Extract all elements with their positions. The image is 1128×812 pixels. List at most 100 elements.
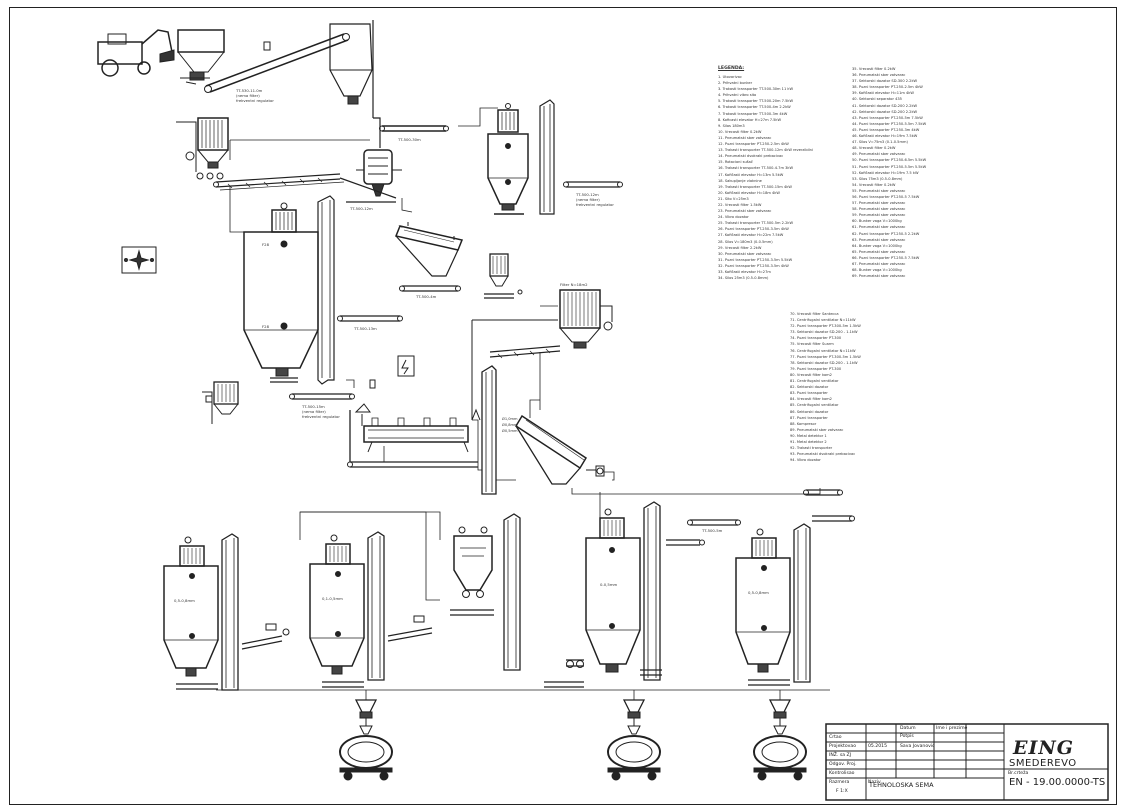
bag-filter-n18 <box>559 289 613 349</box>
legend-item: 32. Puzni transporter PT-250-3.5m 4kW <box>718 263 789 268</box>
legend-item: 85. Centrifugalni ventilator <box>790 403 839 408</box>
legend-item: 58. Pneumatski sber zatvarac <box>852 207 906 212</box>
label-conveyor-mid: TT-500-12m <box>349 206 373 211</box>
legend-item: 54. Vrecasti filter 0.2kW <box>852 182 896 187</box>
label-conveyor-bottom-note: (nema filter) <box>302 409 326 414</box>
bucket-elevator-b1 <box>221 533 239 691</box>
legend-item: 18. Sakupljanje vlaknine <box>718 178 762 183</box>
legend-item: 77. Puzni transporter PT-300-5m 1.5kW <box>790 354 861 359</box>
legend-item: 5. Trakasti transporter TT-500-20m 7.5kW <box>718 99 794 104</box>
legend-item: 30. Pneumatski sber zatvarac <box>718 251 772 256</box>
inclined-sieve-right <box>514 414 588 485</box>
legend-item: 12. Puzni transporter PT-250-2.5m 4kW <box>718 142 789 147</box>
bucket-elevator-b5 <box>793 523 811 683</box>
legend-item: 79. Puzni transporter PT-300 <box>790 366 842 371</box>
label-conveyor-tt530-reg: frekventni regulator <box>236 98 274 103</box>
conveyor-left <box>337 315 403 322</box>
label-conveyor-tt530: TT-530-11.0m <box>235 88 263 93</box>
silo-bottom-2 <box>309 534 365 688</box>
legend-item: 27. Kofičasti elevator H=22m 7.5kW <box>718 233 784 238</box>
bag-filter-lower-left <box>202 381 239 424</box>
legend-item: 65. Pneumatski sber zatvarac <box>852 249 906 254</box>
legend-item: 93. Pneumatski dvokraki prebacivac <box>790 452 856 457</box>
label-conveyor-right-note: (nema filter) <box>576 197 600 202</box>
legend-item: 19. Trakasti transporter TT-500-15m 4kW <box>718 184 792 189</box>
legend-item: 75. Vrecasti filter Suarm <box>790 342 834 347</box>
conveyor-top <box>379 125 449 132</box>
legend-item: 8. Koficasti elevator H=27m 7.5kW <box>718 117 782 122</box>
legend-item: 23. Pneumatski sber zatvarac <box>718 209 772 214</box>
company-city: SMEDEREVO <box>1009 758 1077 769</box>
legend-item: 66. Puzni transporter PT-250-5 7.5kW <box>852 255 920 260</box>
conveyor-horizontal-16 <box>489 345 561 359</box>
legend-item: 35. Vrecasti filter 0.2kW <box>852 67 896 71</box>
bag-filter-center <box>484 253 523 299</box>
tb-row-projektovao: Projektovao <box>829 744 857 749</box>
legend-item: 80. Vrecasti filter kom2 <box>790 372 832 377</box>
tb-row-inz: INŽ. sa ZJ <box>829 753 852 758</box>
legend-item: 89. Pneumatski sber zatvarac <box>790 427 844 432</box>
legend-item: 61. Pneumatski sber zatvarac <box>852 225 906 230</box>
legend-item: 45. Puzni transporter PT-250-3m 4kW <box>852 127 920 132</box>
long-conveyor-sieve <box>363 417 469 453</box>
legend-item: 10. Vrecasti filter 0.2kW <box>718 129 762 134</box>
legend-item: 52. Kofičasti elevator H=19m 7.5 kW <box>852 170 919 175</box>
legend-item: 13. Trakasti transporter TT-500-12m 4kW … <box>718 148 813 153</box>
silo-main-top-label: F28 <box>262 242 270 247</box>
silo-bottom-4-label: 0,5-0,8mm <box>748 590 769 595</box>
legend-item: 50. Puzni transporter PT-250-6.5m 5.5kW <box>852 158 927 163</box>
legend-item: 76. Centrifugalni ventilator N=11kW <box>790 348 856 353</box>
label-conveyor-tt530-note: (nema filter) <box>236 93 260 98</box>
vibro-sieve-top <box>329 23 373 105</box>
bucket-elevator-center <box>481 365 497 495</box>
svg-text:15: 15 <box>398 224 403 229</box>
tb-row-odgov: Odgov. Proj. <box>829 762 857 767</box>
truck-loader-1 <box>339 699 393 781</box>
label-conveyor-small: TT-500-4m <box>415 294 437 299</box>
legend-item: 33. Kofičasti elevator H=27m <box>718 270 771 274</box>
legend-item: 56. Puzni transporter PT-250-5 7.5kW <box>852 194 920 199</box>
legend-item: 82. Sektorski dozator <box>790 385 829 390</box>
legend-item: 36. Pneumatski sber zatvarac <box>852 73 906 78</box>
silo-bottom-1 <box>163 536 219 690</box>
legend-item: 11. Pneumatski sber zatvarac <box>718 135 772 140</box>
legend-item: 4. Prihvatni vibro sito <box>718 93 757 98</box>
legend-item: 90. Metal detektor 1 <box>790 433 827 438</box>
electrical-panel-icon <box>397 355 415 377</box>
legend-item: 74. Puzni transporter PT-300 <box>790 336 842 341</box>
tb-row-kontrolisao: Kontrolisao <box>829 771 855 776</box>
inclined-conveyor <box>204 33 350 93</box>
legend-item: 78. Sektorski dozator SD-200 - 1.1kW <box>790 360 858 365</box>
legend-item: 20. Kofičasti elevator H=18m 4kW <box>718 190 780 195</box>
tb-projektovao-name: Sava Jovanovic <box>900 744 935 749</box>
tb-header-date: Datum <box>900 726 916 731</box>
legend-item: 51. Puzni transporter PT-250-5.5m 5.5kW <box>852 164 927 169</box>
bucket-elevator-2 <box>539 99 555 215</box>
legend-item: 31. Puzni transporter PT-250-3.5m 5.5kW <box>718 257 793 262</box>
legend-item: 17. Kofičasti elevator H=13m 5.5kW <box>718 172 784 177</box>
legend-item: 44. Puzni transporter PT-250-5.5m 7.5kW <box>852 121 927 126</box>
tb-row-razmera: Razmera <box>829 780 850 785</box>
label-conveyor-lower-right: TT-500-5m <box>701 528 723 533</box>
title-block-grid <box>825 723 1109 801</box>
legend-item: 67. Pneumatski sber zatvarac <box>852 262 906 266</box>
legend-item: 91. Metal detektor 2 <box>790 439 827 444</box>
legend-item: 40. Sektorski separator 435 <box>852 97 902 102</box>
legend-item: 55. Pneumatski sber zatvarac <box>852 188 906 193</box>
legend-item: 39. Kofičasti elevator H=11m 4kW <box>852 91 914 96</box>
tb-projektovao-date: 05.2015 <box>868 744 887 749</box>
legend-item: 3. Trakasti transporter TT-500-30m 11 kW <box>718 87 794 92</box>
label-filter-n18: Filter N=18m2 <box>560 282 588 287</box>
label-conveyor-left: TT-500-13m <box>353 326 377 331</box>
legend-column-2: 35. Vrecasti filter 0.2kW 36. Pneumatski … <box>852 66 980 279</box>
rotary-mixer <box>356 149 402 197</box>
legend-item: 24. Vibro dozator <box>718 215 749 220</box>
legend-item: 42. Sektorski dozator SD-200 2.2kW <box>852 109 918 114</box>
label-conveyor-right-reg: frekventni regulator <box>576 202 614 207</box>
silo-bottom-1-label: 0,5-0,8mm <box>174 598 195 603</box>
